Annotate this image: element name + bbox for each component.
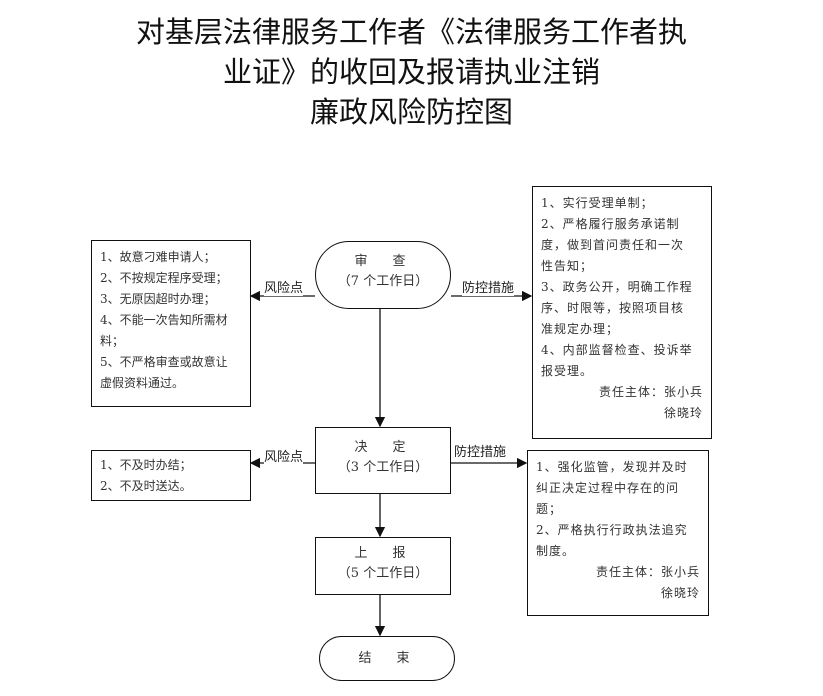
control-item: 度，做到首问责任和一次 <box>541 238 685 252</box>
risk-label-2: 风险点 <box>264 446 304 465</box>
risk-item: 5、不严格审查或故意让 <box>100 355 228 369</box>
control-item: 1、强化监管，发现并及时 <box>536 460 688 474</box>
node-days: （7 个工作日） <box>337 274 429 289</box>
node-days: （5 个工作日） <box>337 566 429 581</box>
risk-label-1: 风险点 <box>264 277 304 296</box>
risk-box-decide: 1、不及时办结； 2、不及时送达。 <box>91 450 251 501</box>
control-item: 4、内部监督检查、投诉举 <box>541 343 693 357</box>
control-item: 纠正决定过程中存在的问 <box>536 481 680 495</box>
node-name: 决 定 <box>354 440 412 455</box>
control-item: 制度。 <box>536 544 576 558</box>
control-item: 2、严格履行服务承诺制 <box>541 217 680 231</box>
responsible-party: 责任主体：张小兵 <box>595 565 700 579</box>
risk-item: 3、无原因超时办理； <box>100 292 216 306</box>
responsible-party: 徐晓玲 <box>660 586 700 600</box>
risk-item: 料； <box>100 334 125 348</box>
title-line-1: 对基层法律服务工作者《法律服务工作者执 <box>135 15 687 49</box>
node-report: 上 报 （5 个工作日） <box>315 537 451 595</box>
node-end: 结 束 <box>319 636 455 681</box>
risk-item: 4、不能一次告知所需材 <box>100 313 228 327</box>
control-item: 3、政务公开，明确工作程 <box>541 280 693 294</box>
control-box-decide: 1、强化监管，发现并及时 纠正决定过程中存在的问 题； 2、严格执行行政执法追究… <box>527 450 709 616</box>
control-label-2: 防控措施 <box>454 441 507 460</box>
node-name: 结 束 <box>358 651 416 666</box>
node-name: 审 查 <box>354 254 412 269</box>
title-line-3: 廉政风险防控图 <box>309 95 513 129</box>
node-days: （3 个工作日） <box>337 460 429 475</box>
control-item: 准规定办理； <box>541 322 620 336</box>
risk-box-review: 1、故意刁难申请人； 2、不按规定程序受理； 3、无原因超时办理； 4、不能一次… <box>91 240 251 407</box>
responsible-party: 徐晓玲 <box>663 406 703 420</box>
risk-item: 虚假资料通过。 <box>100 376 185 390</box>
control-box-review: 1、实行受理单制； 2、严格履行服务承诺制 度，做到首问责任和一次 性告知； 3… <box>532 186 712 439</box>
control-item: 2、严格执行行政执法追究 <box>536 523 688 537</box>
risk-item: 1、故意刁难申请人； <box>100 250 216 264</box>
control-item: 序、时限等，按照项目核 <box>541 301 685 315</box>
node-decide: 决 定 （3 个工作日） <box>315 427 451 494</box>
control-label-1: 防控措施 <box>462 277 515 296</box>
risk-item: 2、不及时送达。 <box>100 479 192 493</box>
risk-item: 1、不及时办结； <box>100 458 192 472</box>
control-item: 题； <box>536 502 563 516</box>
node-review: 审 查 （7 个工作日） <box>315 241 451 309</box>
title-line-2: 业证》的收回及报请执业注销 <box>222 55 600 89</box>
node-name: 上 报 <box>354 546 412 561</box>
control-item: 性告知； <box>541 259 594 273</box>
control-item: 报受理。 <box>541 364 594 378</box>
risk-item: 2、不按规定程序受理； <box>100 271 228 285</box>
control-item: 1、实行受理单制； <box>541 196 654 210</box>
responsible-party: 责任主体：张小兵 <box>598 385 703 399</box>
